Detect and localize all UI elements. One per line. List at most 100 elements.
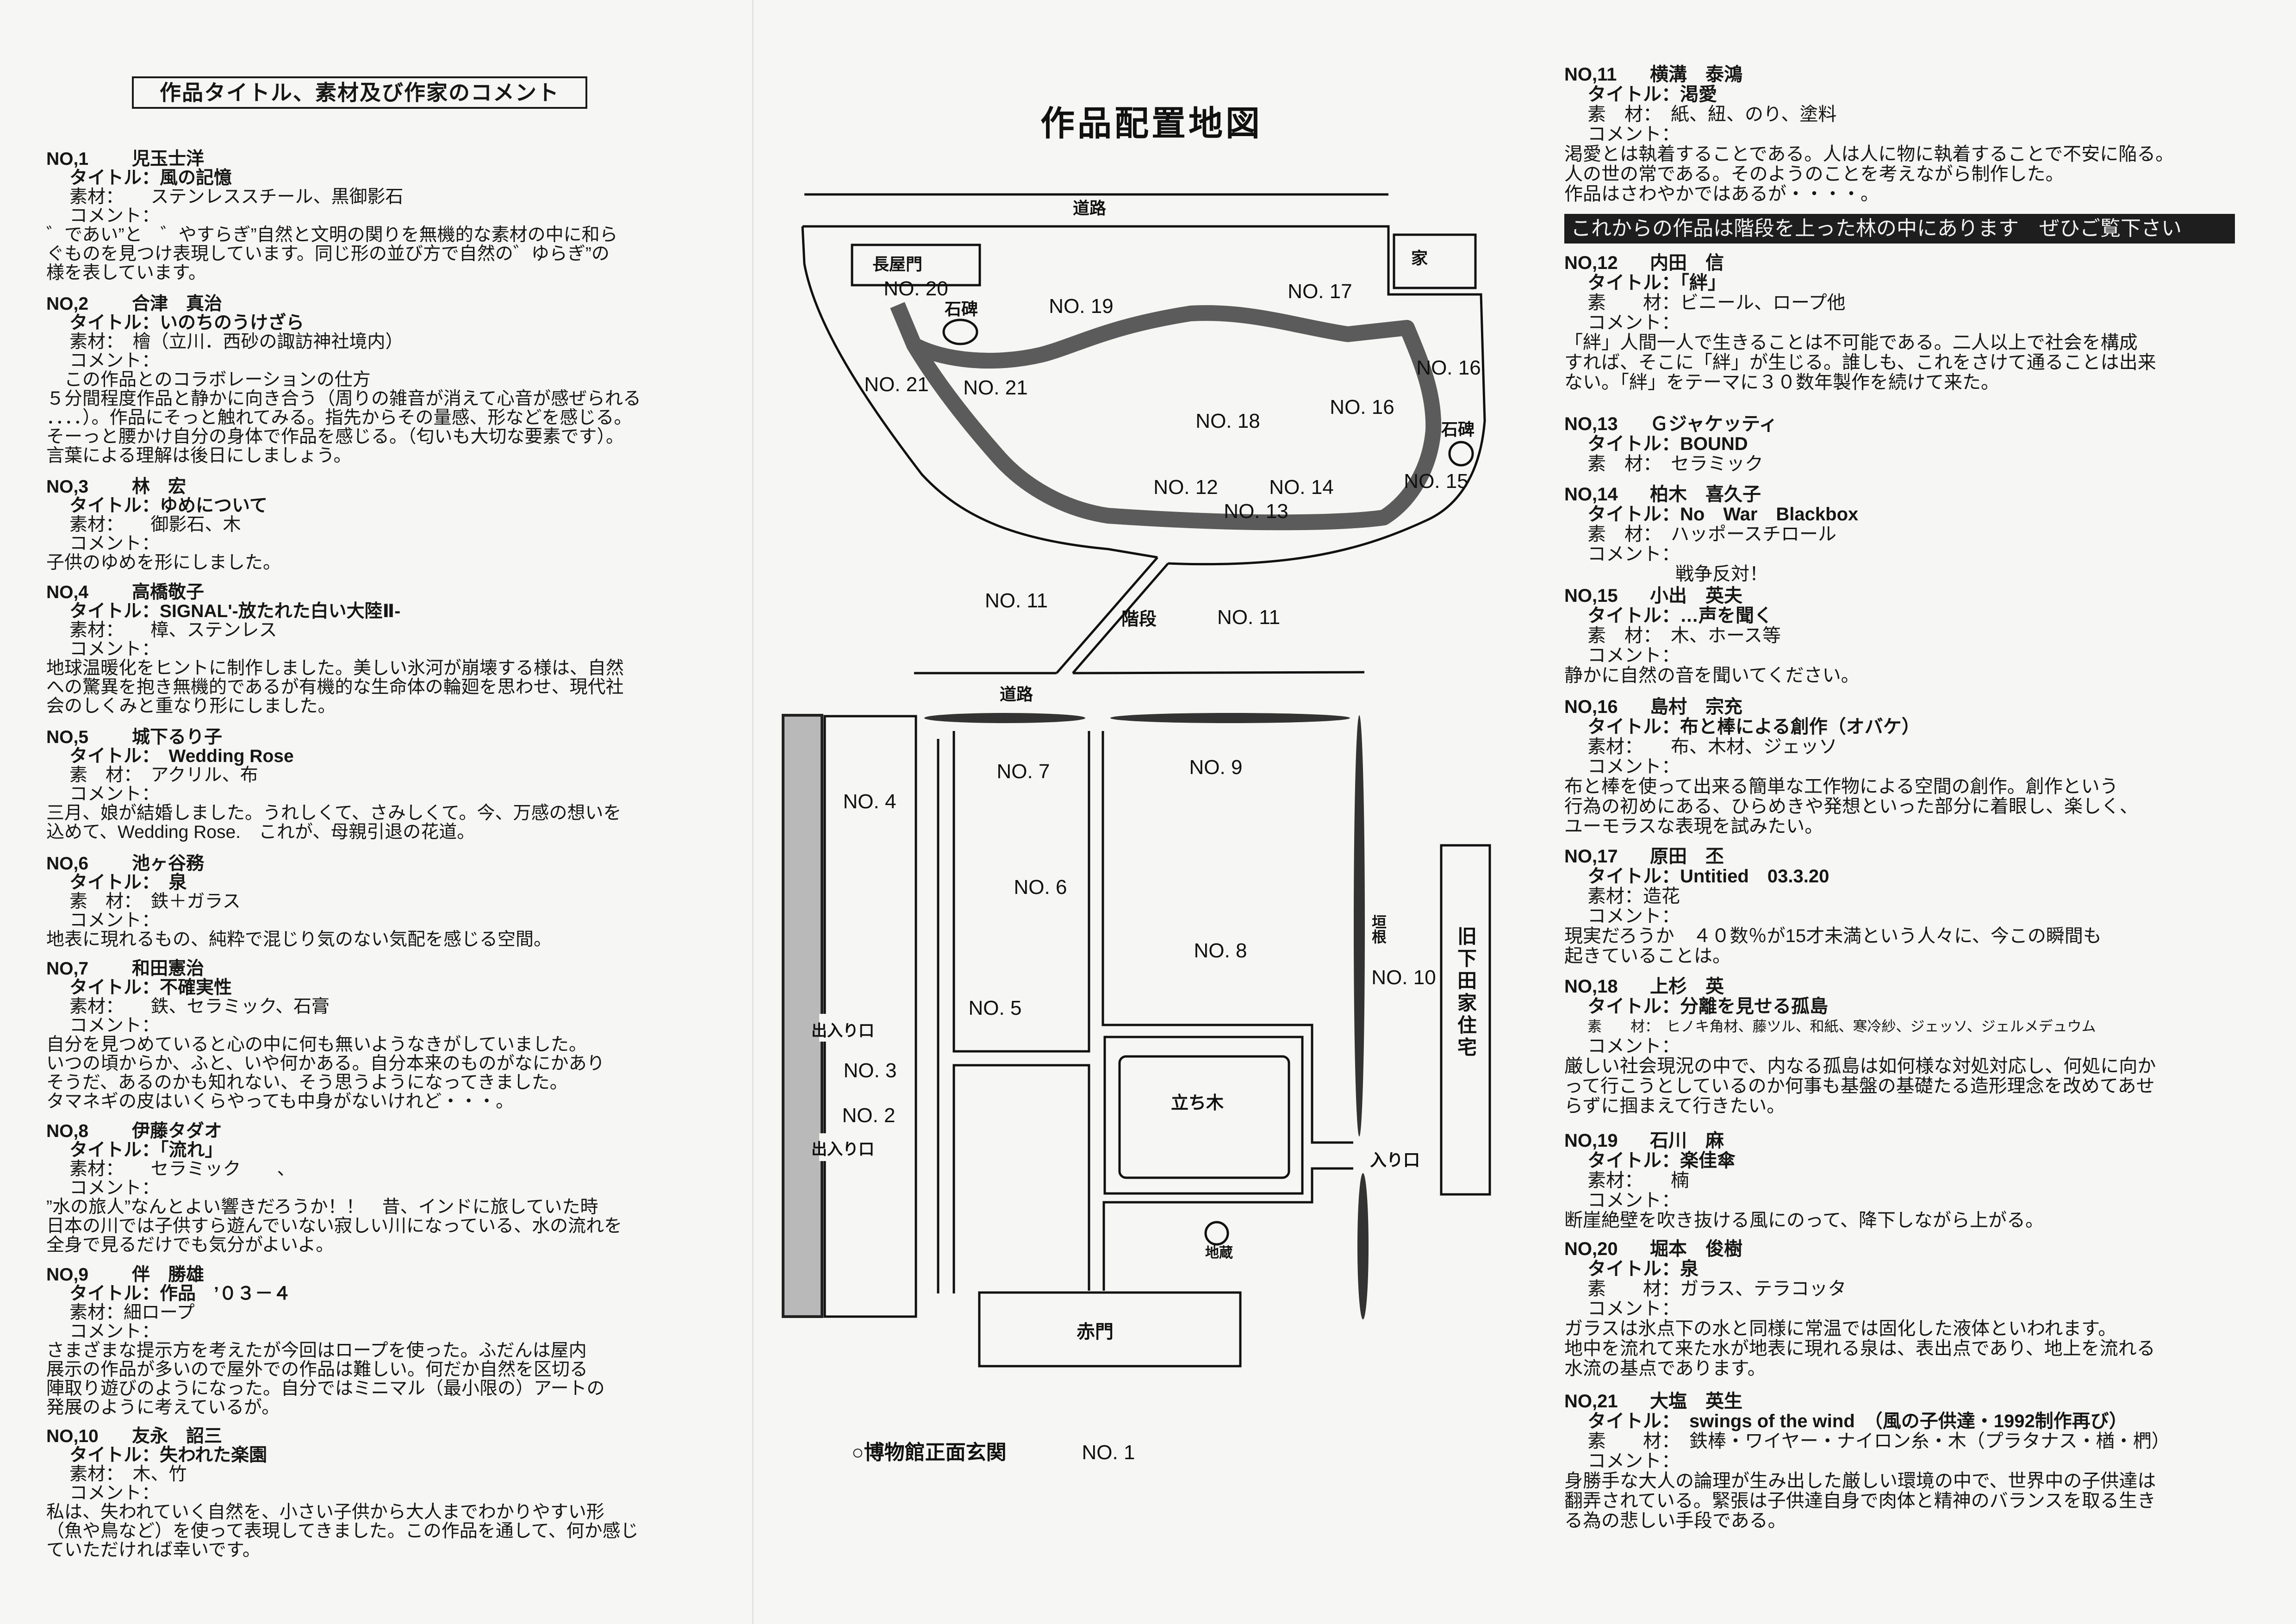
artwork-title: 作品 ’０３－４ [160,1284,291,1304]
artwork-title: 「絆」 [1680,273,1726,293]
artwork-material: ガラス、テラコッタ [1680,1279,1847,1299]
artwork-material: セラミック 、 [150,1159,295,1179]
artwork-number: NO,12 [1564,253,1618,273]
artwork-number: NO,8 [46,1121,89,1141]
comment-text: ていただければ幸いです。 [46,1540,261,1560]
artist-name: 林 宏 [132,477,187,497]
artwork-material: ステンレススチール、黒御影石 [150,187,404,207]
artwork-material: ビニール、ロープ他 [1680,293,1846,313]
artwork-material: 楠 [1671,1170,1689,1191]
title-label: タイトル： [69,746,169,766]
title-label: タイトル： [69,1284,160,1304]
material-label: 素 材： [1587,625,1671,646]
artist-name: 横溝 泰鴻 [1650,64,1742,85]
title-line: タイトル：楽佳傘 [1564,1151,2240,1171]
comment-text: ゛であい”と ゛やすらぎ”自然と文明の関りを無機的な素材の中に和ら [46,225,618,245]
title-line: タイトル： swings of the wind （風の子供達・1992制作再び… [1564,1412,2240,1431]
artwork-marker: NO. 17 [1288,280,1352,303]
comment-label: コメント： [1587,645,1680,666]
comment-text: 展示の作品が多いので屋外での作品は難しい。何だか自然を区切る [46,1360,588,1380]
comment-text: 厳しい社会現況の中で、内なる孤島は如何様な対処対応し、何処に向か [1564,1056,2156,1076]
artwork-title: 泉 [168,873,187,893]
exit-gap-1 [819,1014,838,1042]
comment-text: 起きていることは。 [1564,946,1731,966]
comment-label: コメント： [69,1322,160,1342]
artwork-number: NO,21 [1564,1391,1618,1412]
artwork-title: swings of the wind （風の子供達・1992制作再び） [1689,1411,2128,1431]
hedge-east-upper [1354,715,1365,1137]
artwork-marker: NO. 21 [864,373,928,396]
former-shimoda-residence [1440,844,1491,1196]
title-label: タイトル： [69,496,160,516]
artwork-material: 鉄＋ガラス [150,892,241,912]
artwork-marker: NO. 18 [1195,410,1260,432]
artwork-title: BOUND [1680,434,1748,454]
material-line: 素材： 布、木材、ジェッソ [1564,737,2240,757]
nagayamon-label: 長屋門 [872,255,922,274]
material-label: 素材： [1587,886,1643,906]
stairs-line-left [1056,556,1158,674]
comment-text: ない。「絆」をテーマに３０数年製作を続けて来た。 [1564,372,1999,393]
material-line: 素材： 樟、ステンレス [46,621,713,640]
title-line: タイトル：泉 [1564,1259,2240,1279]
comment-label: コメント： [1587,312,1680,333]
title-line: タイトル：作品 ’０３－４ [46,1284,713,1303]
artist-name: 友永 詔三 [132,1426,223,1446]
material-label: 素材： [69,515,151,535]
title-label: タイトル： [1587,996,1680,1017]
material-label: 素材： [1587,737,1671,757]
comment-label: コメント： [69,1016,160,1036]
artwork-title: 布と棒による創作（オバケ） [1680,717,1920,737]
comment-text: 全身で見るだけでも気分がよいよ。 [46,1235,334,1255]
artwork-title: いのちのうけざら [160,313,305,333]
title-label: タイトル： [1587,1411,1689,1431]
title-line: タイトル：不確実性 [46,978,713,997]
artist-name: Ｇジャケッティ [1650,414,1778,434]
comment-label: コメント： [69,206,160,226]
comment-text: 子供のゆめを形にしました。 [46,553,281,573]
artwork-title: Untitied 03.3.20 [1680,866,1829,887]
title-label: タイトル： [1587,434,1680,454]
stone-monument-icon-2 [1448,441,1474,467]
title-label: タイトル： [1587,1259,1680,1279]
title-label: タイトル： [1587,866,1680,887]
comment-label: コメント： [69,534,160,554]
comment-label: コメント： [1587,756,1680,777]
material-line: 素 材： アクリル、布 [46,766,713,785]
standing-tree-label: 立ち木 [1171,1093,1224,1113]
comment-text: 発展のように考えているが。 [46,1398,280,1418]
comment-text: 水流の基点であります。 [1564,1358,1766,1379]
artwork-marker: NO. 10 [1371,966,1436,989]
nagayamon-building [851,244,981,287]
artwork-number: NO,16 [1564,697,1618,717]
artist-name: 上杉 英 [1650,976,1724,997]
title-label: タイトル： [1587,273,1680,293]
comment-label: コメント： [1587,906,1680,926]
comment-label: コメント： [1587,124,1680,144]
title-line: タイトル：ゆめについて [46,496,713,515]
artist-name: 原田 丕 [1650,846,1724,867]
title-line: タイトル：布と棒による創作（オバケ） [1564,717,2240,737]
grounds-boundary-left [801,226,1158,559]
jizo-icon [1204,1221,1229,1246]
title-label: タイトル： [1587,84,1680,105]
artwork-marker: NO. 11 [985,589,1048,612]
comment-text: 断崖絶壁を吹き抜ける風にのって、降下しながら上がる。 [1564,1210,2044,1230]
